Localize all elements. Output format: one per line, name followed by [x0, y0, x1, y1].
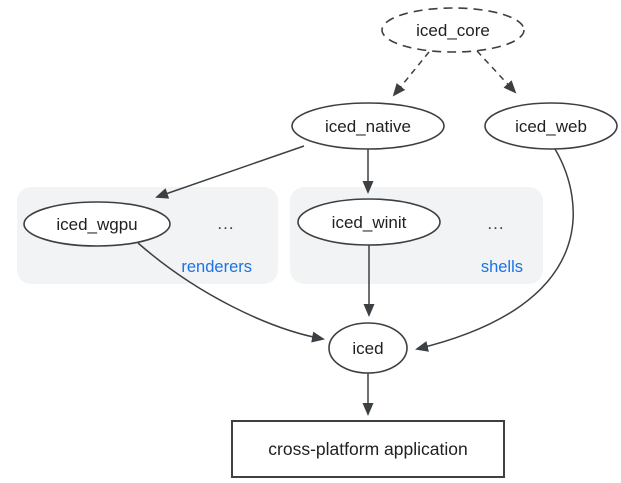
iced-label: iced [352, 339, 383, 358]
shells-ellipsis: ... [487, 214, 504, 233]
application-rect [231, 420, 505, 478]
iced-native-ellipse [291, 102, 445, 150]
renderers-ellipsis: ... [217, 214, 234, 233]
edge-iced-native-to-iced-wgpu [155, 145, 305, 199]
iced-web-ellipse [484, 102, 618, 150]
iced-ellipse [328, 322, 408, 374]
node-iced-wgpu: iced_wgpu [23, 201, 171, 247]
iced-web-label: iced_web [515, 117, 587, 136]
iced-native-label: iced_native [325, 117, 411, 136]
edge-iced-core-to-iced-native [392, 51, 430, 97]
node-iced-core: iced_core [381, 7, 525, 53]
iced-wgpu-label: iced_wgpu [56, 215, 137, 234]
edge-iced-core-to-iced-web [476, 50, 517, 94]
node-iced-winit: iced_winit [297, 198, 441, 246]
edge-iced-wgpu-to-iced [137, 242, 325, 343]
iced-core-label: iced_core [416, 21, 490, 40]
iced-winit-label: iced_winit [332, 213, 407, 232]
node-iced-native: iced_native [291, 102, 445, 150]
iced-wgpu-ellipse [23, 201, 171, 247]
application-label: cross-platform application [268, 439, 467, 459]
edge-iced-web-to-iced [415, 148, 574, 352]
node-iced-web: iced_web [484, 102, 618, 150]
iced-core-ellipse [381, 7, 525, 53]
renderers-group-label: renderers [181, 258, 252, 276]
iced-winit-ellipse [297, 198, 441, 246]
node-cross-platform-application: cross-platform application [231, 420, 505, 478]
node-iced: iced [328, 322, 408, 374]
shells-group-label: shells [481, 258, 523, 276]
